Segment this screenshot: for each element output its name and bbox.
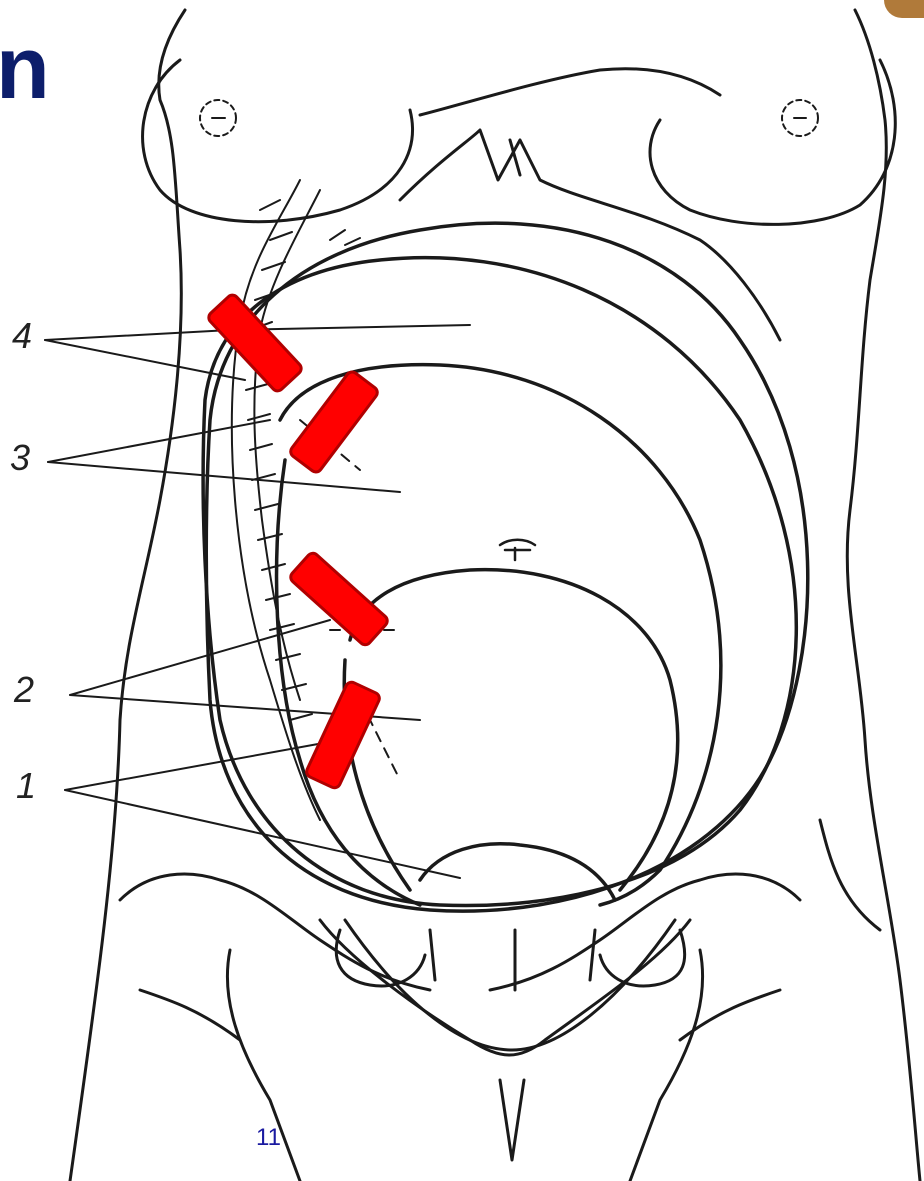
label-4: 4 <box>12 318 32 354</box>
torso-outline <box>70 10 920 1181</box>
page-number: 11 <box>256 1124 281 1152</box>
label-2: 2 <box>14 672 34 708</box>
leader-lines <box>45 325 470 878</box>
label-3: 3 <box>10 440 30 476</box>
label-1: 1 <box>16 768 36 804</box>
pelvis <box>120 820 880 1181</box>
umbilicus <box>500 540 535 560</box>
uterus-contours <box>203 223 808 911</box>
fundal-marker <box>305 680 382 789</box>
vessel-strands <box>232 180 400 820</box>
costal-margin <box>400 69 780 340</box>
